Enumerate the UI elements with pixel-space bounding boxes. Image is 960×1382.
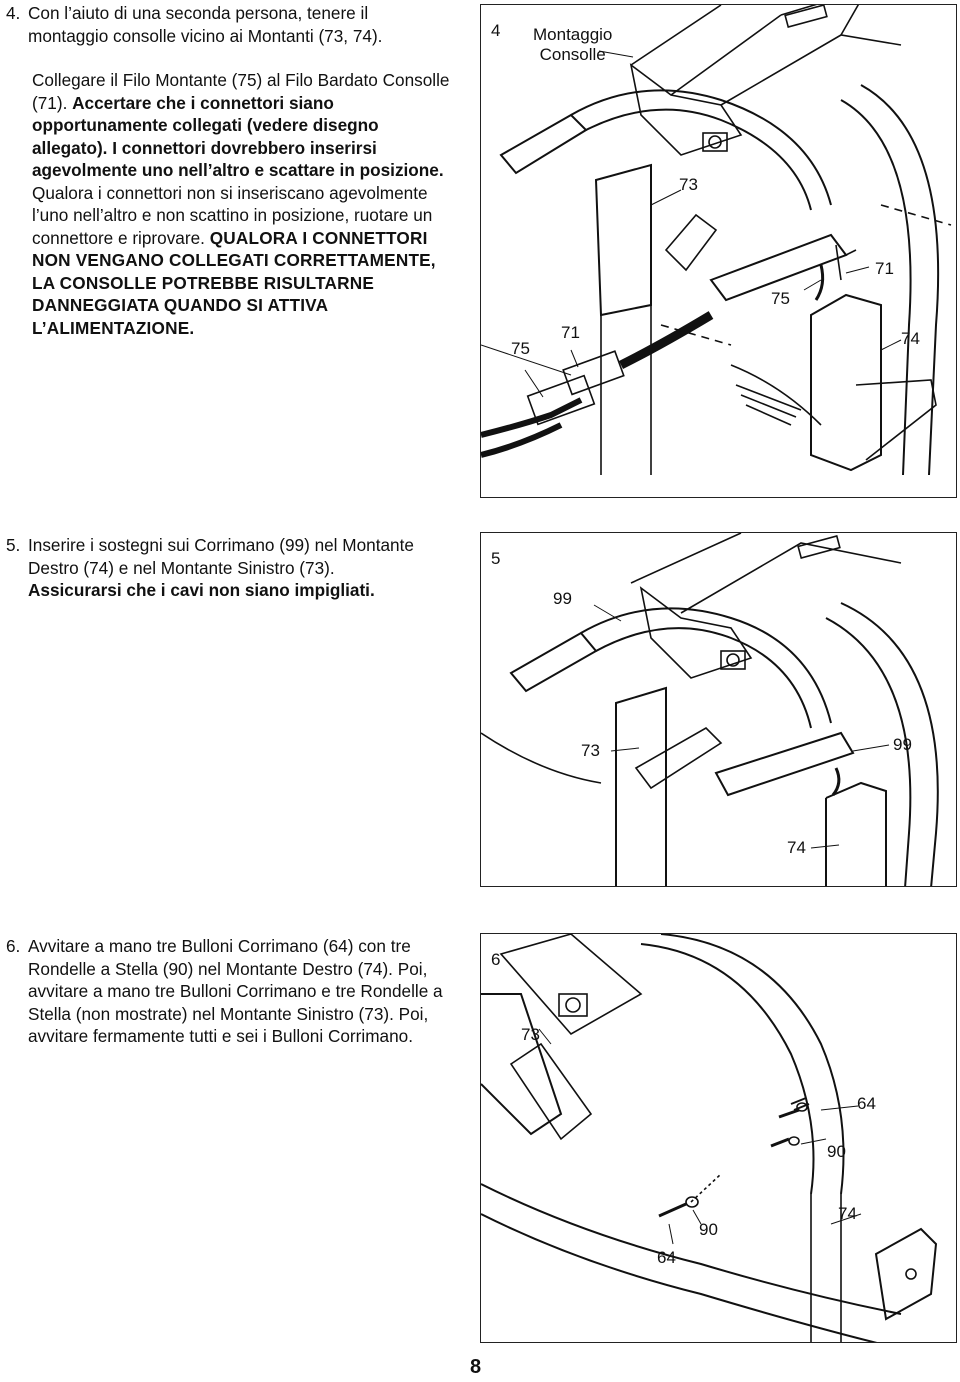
callout-64: 64: [857, 1094, 876, 1113]
callout-75-detail: 75: [511, 339, 530, 358]
callout-90-bottom: 90: [699, 1220, 718, 1239]
callout-74: 74: [787, 838, 806, 857]
step-number: 6.: [6, 936, 21, 956]
figure-title-line-2: Consolle: [539, 45, 606, 64]
figure-5-drawing: [481, 533, 939, 886]
callout-64-bottom: 64: [657, 1248, 676, 1267]
step-4-instructions: Collegare il Filo Montante (75) al Filo …: [32, 69, 456, 339]
figure-title: Montaggio Consolle: [533, 25, 612, 65]
figure-title-line-1: Montaggio: [533, 25, 613, 44]
callout-99: 99: [553, 589, 572, 608]
step-5-bold-text: Assicurarsi che i cavi non siano impigli…: [28, 580, 375, 600]
step-number: 5.: [6, 535, 21, 555]
figure-4: 4 Montaggio Consolle 73 71 75 74 75 71: [480, 4, 957, 498]
callout-71: 71: [875, 259, 894, 278]
callout-73: 73: [581, 741, 600, 760]
page-number: 8: [470, 1356, 482, 1378]
step-6: 6. Avvitare a mano tre Bulloni Corrimano …: [6, 935, 456, 1048]
callout-75: 75: [771, 289, 790, 308]
figure-5: 5 99 73 99 74: [480, 532, 957, 887]
step-4-warning: QUALORA I CONNETTORI NON VENGANO COLLEGA…: [32, 227, 436, 338]
figure-4-drawing: [481, 5, 952, 476]
step-6-text: Avvitare a mano tre Bulloni Corrimano (6…: [28, 936, 443, 1046]
step-number: 4.: [6, 3, 21, 23]
callout-74: 74: [901, 329, 920, 348]
step-5: 5. Inserire i sostegni sui Corrimano (99)…: [6, 534, 456, 602]
callout-99-right: 99: [893, 735, 912, 754]
step-4-intro: Con l’aiuto di una seconda persona, tene…: [28, 3, 383, 46]
step-5-text: Inserire i sostegni sui Corrimano (99) n…: [28, 535, 414, 578]
callout-74: 74: [838, 1204, 857, 1223]
step-4-text-2: Qualora i connettori non si inseriscano …: [32, 182, 433, 248]
figure-6: 6 73 64 90 74 90 64: [480, 933, 957, 1343]
step-4-text: Collegare il Filo Montante (75) al Filo …: [32, 70, 450, 113]
step-4-bold-text: Accertare che i connettori siano opportu…: [32, 92, 444, 181]
figure-number: 5: [491, 549, 501, 568]
callout-73: 73: [521, 1025, 540, 1044]
figure-number: 6: [491, 950, 501, 969]
callout-90: 90: [827, 1142, 846, 1161]
callout-71-detail: 71: [561, 323, 580, 342]
figure-number: 4: [491, 21, 501, 40]
callout-73: 73: [679, 175, 698, 194]
figure-6-drawing: [481, 934, 938, 1342]
step-4: 4. Con l’aiuto di una seconda persona, te…: [6, 2, 456, 339]
